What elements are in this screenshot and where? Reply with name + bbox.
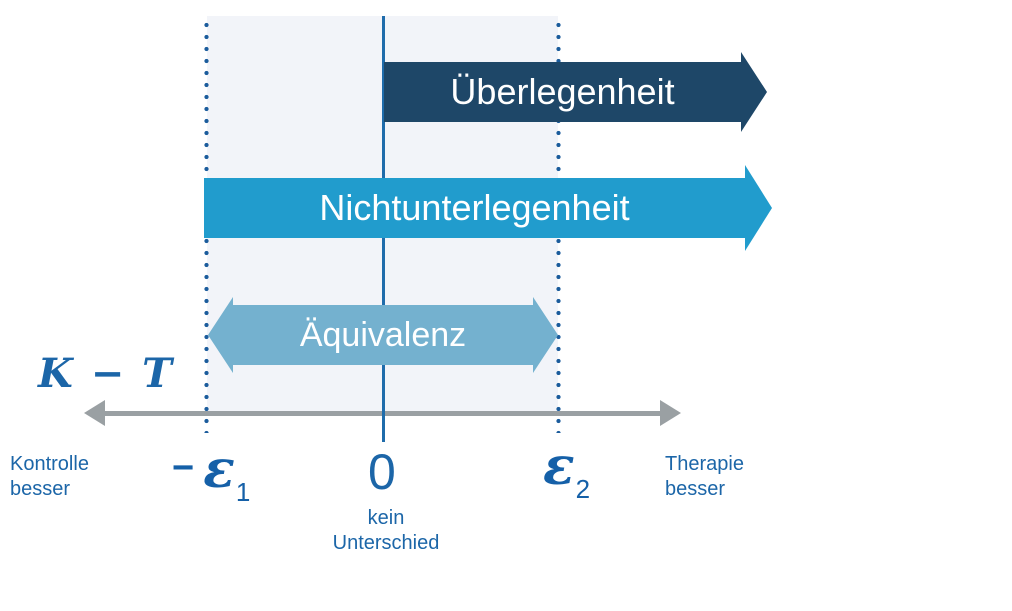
equivalence-left-arrowhead-icon — [208, 297, 233, 373]
epsilon1-subscript: 1 — [235, 477, 251, 507]
noninferiority-label: Nichtunterlegenheit — [319, 187, 630, 228]
axis-left-arrowhead-icon — [84, 400, 105, 426]
no-difference-line1: kein — [367, 507, 405, 529]
tick-zero: 0 — [368, 444, 396, 500]
noninferiority-arrow: Nichtunterlegenheit — [204, 178, 745, 238]
equivalence-right-arrowhead-icon — [533, 297, 558, 373]
equivalence-arrow: Äquivalenz — [233, 305, 533, 365]
superiority-label: Überlegenheit — [450, 71, 675, 112]
minus-sign: − — [172, 447, 195, 489]
control-better-caption: Kontrolle besser — [10, 452, 89, 502]
epsilon2-symbol: ε — [543, 436, 575, 497]
therapy-better-line2: besser — [665, 478, 726, 500]
epsilon1-symbol: ε — [203, 439, 235, 500]
therapy-better-line1: Therapie — [665, 453, 744, 475]
superiority-arrowhead-icon — [741, 52, 767, 132]
epsilon2-subscript: 2 — [575, 474, 591, 504]
superiority-arrow: Überlegenheit — [384, 62, 741, 122]
no-difference-caption: kein Unterschied — [310, 506, 462, 556]
control-better-line2: besser — [10, 478, 71, 500]
noninferiority-arrowhead-icon — [745, 165, 772, 251]
equivalence-label: Äquivalenz — [299, 315, 467, 354]
no-difference-line2: Unterschied — [332, 532, 440, 554]
axis-formula-label: K − T — [38, 350, 174, 397]
therapy-better-caption: Therapie besser — [665, 452, 744, 502]
tick-minus-epsilon1: −ε1 — [172, 442, 250, 508]
tick-epsilon2: ε2 — [543, 439, 590, 505]
axis-right-arrowhead-icon — [660, 400, 681, 426]
control-better-line1: Kontrolle — [10, 453, 89, 475]
